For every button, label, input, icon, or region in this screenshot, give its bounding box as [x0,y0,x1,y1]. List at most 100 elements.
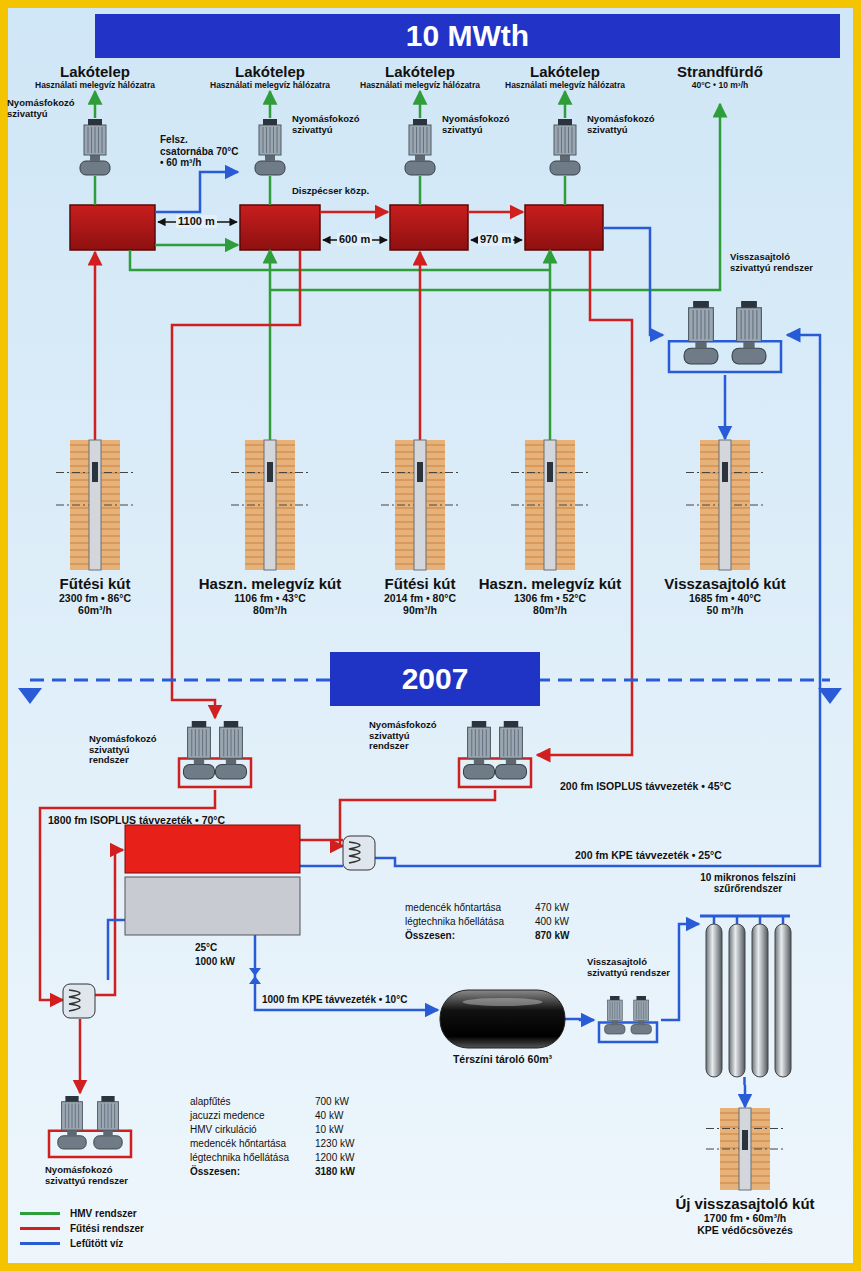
annotation: 200 fm ISOPLUS távvezeték • 45°C [560,780,731,792]
legend-row: Lefűtött víz [20,1238,123,1249]
load-table-cell: 700 kW [315,1096,349,1108]
booster-pump: Nyomásfokozó szivattyú [77,118,113,176]
art-path [603,228,663,335]
node-title: Haszn. melegvíz kút [479,576,622,593]
art-rect [63,984,95,1018]
pipe-connector [269,91,272,118]
pipe-connector [724,375,727,439]
art-rect [264,440,276,570]
art-rect [560,155,570,161]
node-detail: Használati melegvíz hálózatra [210,81,330,91]
node-title: Új visszasajtoló kút [675,1196,814,1213]
art-rect [719,440,731,570]
art-line [195,729,196,756]
art-path [564,176,567,205]
art-rect [631,1025,651,1035]
art-g [463,721,494,779]
node-title: Nyomásfokozó szivattyú [7,98,73,119]
green-pipes [95,104,720,440]
art-line [641,1001,642,1019]
art-line [558,127,559,153]
art-line [206,729,207,756]
pipe-connector [419,91,422,118]
art-line [263,127,264,153]
art-line [88,127,89,153]
art-rect [741,301,757,308]
art-rect [693,301,709,308]
filter-system-shape [700,910,795,1085]
art-line [511,729,512,756]
heat-exchanger-building [125,825,300,935]
art-line [104,1104,105,1129]
node-detail: KPE védőcsövezés [675,1225,814,1237]
art-line [270,127,271,153]
art-line [619,1001,620,1019]
node-title: Nyomásfokozó szivattyú rendszer [45,1165,145,1186]
art-path [759,916,762,924]
node-caption: Nyomásfokozó szivattyú [292,114,364,135]
red-pipes [40,212,632,1093]
art-path [155,244,238,247]
art-rect [472,721,487,727]
art-rect [607,1000,622,1020]
art-rect [722,462,728,482]
art-rect [610,996,620,1000]
art-line [111,1104,112,1129]
art-line [95,127,96,153]
node-caption: Nyomásfokozó szivattyú [7,98,73,119]
node-title: Térszíni tároló 60m³ [453,1054,552,1066]
art-rect [70,205,155,250]
node-caption: Nyomásfokozó szivattyú rendszer [89,734,171,766]
art-line [75,1104,76,1129]
art-line [423,127,424,153]
art-path [179,759,251,788]
node-detail: 1700 fm • 60m³/h [675,1213,814,1225]
blue-pipes [108,172,820,1010]
title-band [95,14,840,58]
art-rect [547,462,553,482]
pipe-connector [564,91,567,118]
annotation: Diszpécser közp. [292,186,369,197]
pump-system-shape [45,1095,135,1160]
art-g [684,301,718,364]
art-path [108,920,125,980]
title-text: 10 MWth [95,14,840,58]
art-g [183,721,214,779]
art-line [741,310,742,339]
art-path [69,990,80,1011]
node-title: Lakótelep [210,64,330,81]
art-rect [192,721,207,727]
art-rect [695,342,706,349]
storage-tank: Térszíni tároló 60m³ [440,990,565,1048]
booster-pump: Nyomásfokozó szivattyú [547,118,583,176]
art-line [507,729,508,756]
pump-system: Visszasajtoló szivattyú rendszer [665,300,785,375]
art-rect [634,1000,649,1020]
node-title: Fűtési kút [384,576,456,593]
load-table-cell: medencék hőntartása [405,902,501,914]
art-path [349,842,360,863]
art-path [300,839,343,842]
well: Fűtési kút2300 fm • 86°C60m³/h [70,440,120,570]
node-detail: 80m³/h [479,605,622,617]
consumer-label: Strandfürdő40°C • 10 m³/h [677,64,763,90]
art-rect [94,1136,122,1149]
art-rect [405,161,435,175]
art-g [732,301,766,364]
art-line [78,1104,79,1129]
art-line [231,729,232,756]
art-rect [463,765,494,780]
art-rect [65,1096,78,1102]
art-g [550,119,580,175]
art-line [610,1001,611,1019]
node-caption: Nyomásfokozó szivattyú rendszer [45,1165,145,1186]
art-rect [739,1108,751,1190]
node-title: Lakótelep [35,64,155,81]
art-line [693,310,694,339]
art-path [94,252,97,440]
load-table-cell: légtechnika hőellátása [190,1152,289,1164]
node-title: Nyomásfokozó szivattyú rendszer [89,734,171,766]
art-rect [92,462,98,482]
art-rect [125,825,300,873]
art-path [459,759,531,788]
